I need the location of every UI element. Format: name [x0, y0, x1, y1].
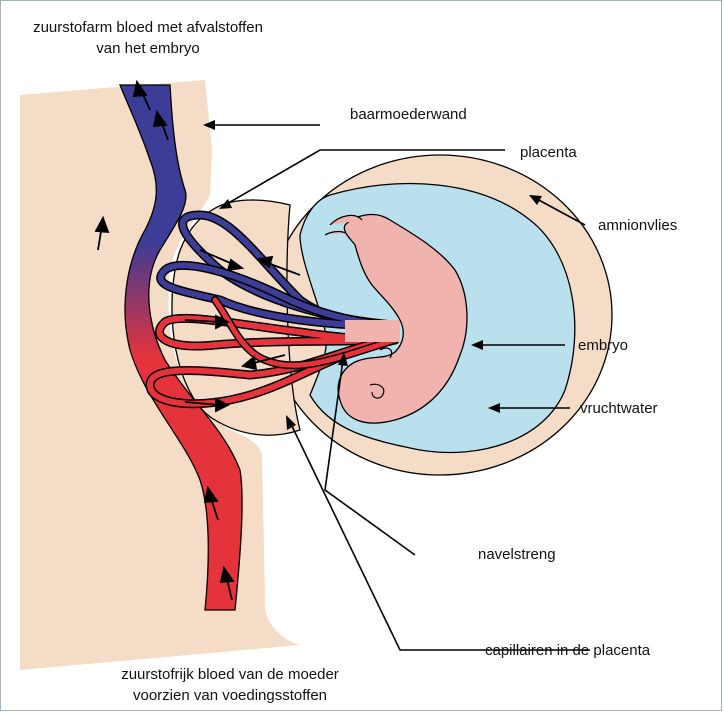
label-baarmoederwand: baarmoederwand [350, 106, 467, 123]
label-placenta: placenta [520, 144, 577, 161]
label-bottom-line1: zuurstofrijk bloed van de moeder [121, 666, 339, 683]
label-top-line2: van het embryo [96, 40, 199, 57]
label-bottom-line2: voorzien van voedingsstoffen [133, 687, 327, 704]
label-embryo: embryo [578, 337, 628, 354]
label-top-line1: zuurstofarm bloed met afvalstoffen [33, 19, 263, 36]
label-navelstreng: navelstreng [478, 546, 556, 563]
umbilical-cord [345, 320, 400, 342]
label-capillairen: capillairen in de placenta [485, 642, 651, 659]
label-amnionvlies: amnionvlies [598, 217, 677, 234]
label-vruchtwater: vruchtwater [580, 400, 658, 417]
